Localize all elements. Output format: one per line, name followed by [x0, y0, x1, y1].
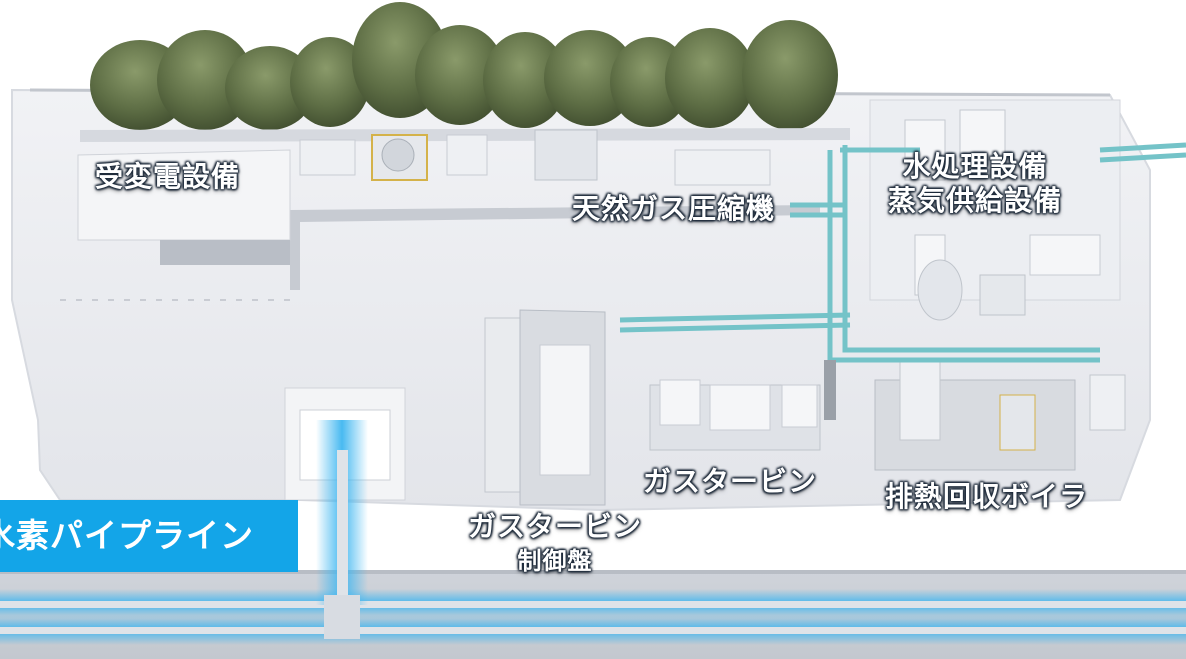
steam-supply-label: 蒸気供給設備	[887, 184, 1062, 217]
substation-label: 受変電設備	[95, 160, 241, 193]
pipe-rack	[619, 142, 1186, 363]
gas-turbine-equipment	[649, 379, 821, 451]
tree-icon	[90, 2, 838, 130]
hydrogen-pipeline-label: 水素パイプライン	[0, 516, 254, 555]
water-steam-label: 水処理設備 蒸気供給設備	[875, 150, 1075, 218]
hrsg-equipment	[874, 359, 1126, 471]
gt-control-panel-label-line1: ガスタービン	[467, 510, 642, 543]
gt-control-panel-label: ガスタービン 制御盤	[455, 510, 655, 578]
hydrogen-pipeline-banner: 水素パイプライン	[0, 500, 298, 572]
hrsg-label: 排熱回収ボイラ	[885, 480, 1089, 513]
water-treatment-label: 水処理設備	[902, 150, 1048, 183]
substation-building	[77, 149, 291, 265]
gt-control-panel-label-line2: 制御盤	[517, 547, 593, 575]
gas-turbine-control-building	[484, 309, 606, 506]
hydrogen-pipeline-icon	[0, 420, 1186, 645]
gas-compressor-label: 天然ガス圧縮機	[572, 192, 776, 225]
gas-turbine-label: ガスタービン	[643, 465, 818, 498]
